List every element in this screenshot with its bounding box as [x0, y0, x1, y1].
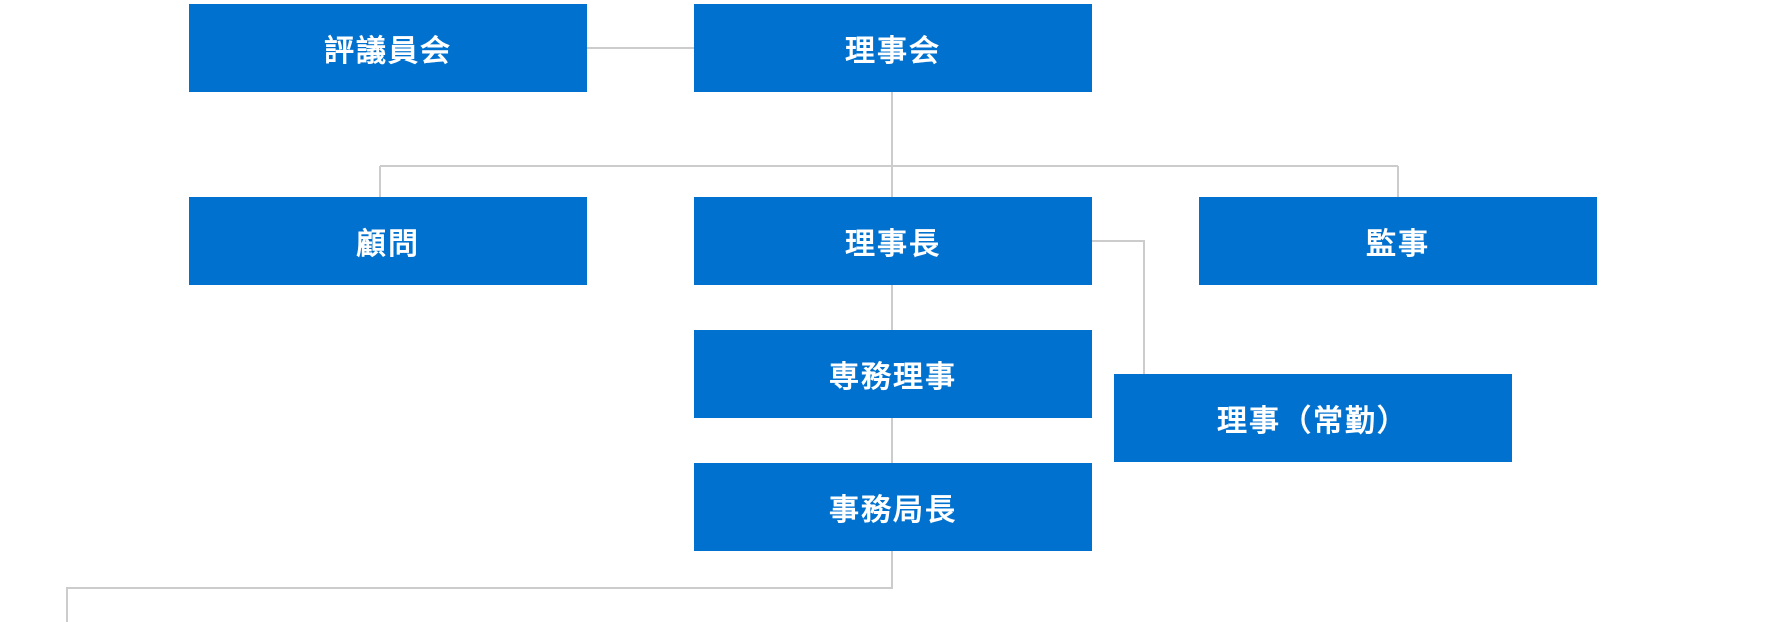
node-hyogiinkai: 評議員会 — [189, 4, 587, 92]
node-senmu-riji: 専務理事 — [694, 330, 1092, 418]
connector-jimukyoku-continue — [66, 551, 893, 622]
node-jimukyokucho: 事務局長 — [694, 463, 1092, 551]
node-komon: 顧問 — [189, 197, 587, 285]
node-rijikai: 理事会 — [694, 4, 1092, 92]
connector-rijicho-joukin — [1092, 240, 1145, 374]
node-rijicho: 理事長 — [694, 197, 1092, 285]
node-riji-joukin: 理事（常勤） — [1114, 374, 1512, 462]
node-kanji: 監事 — [1199, 197, 1597, 285]
